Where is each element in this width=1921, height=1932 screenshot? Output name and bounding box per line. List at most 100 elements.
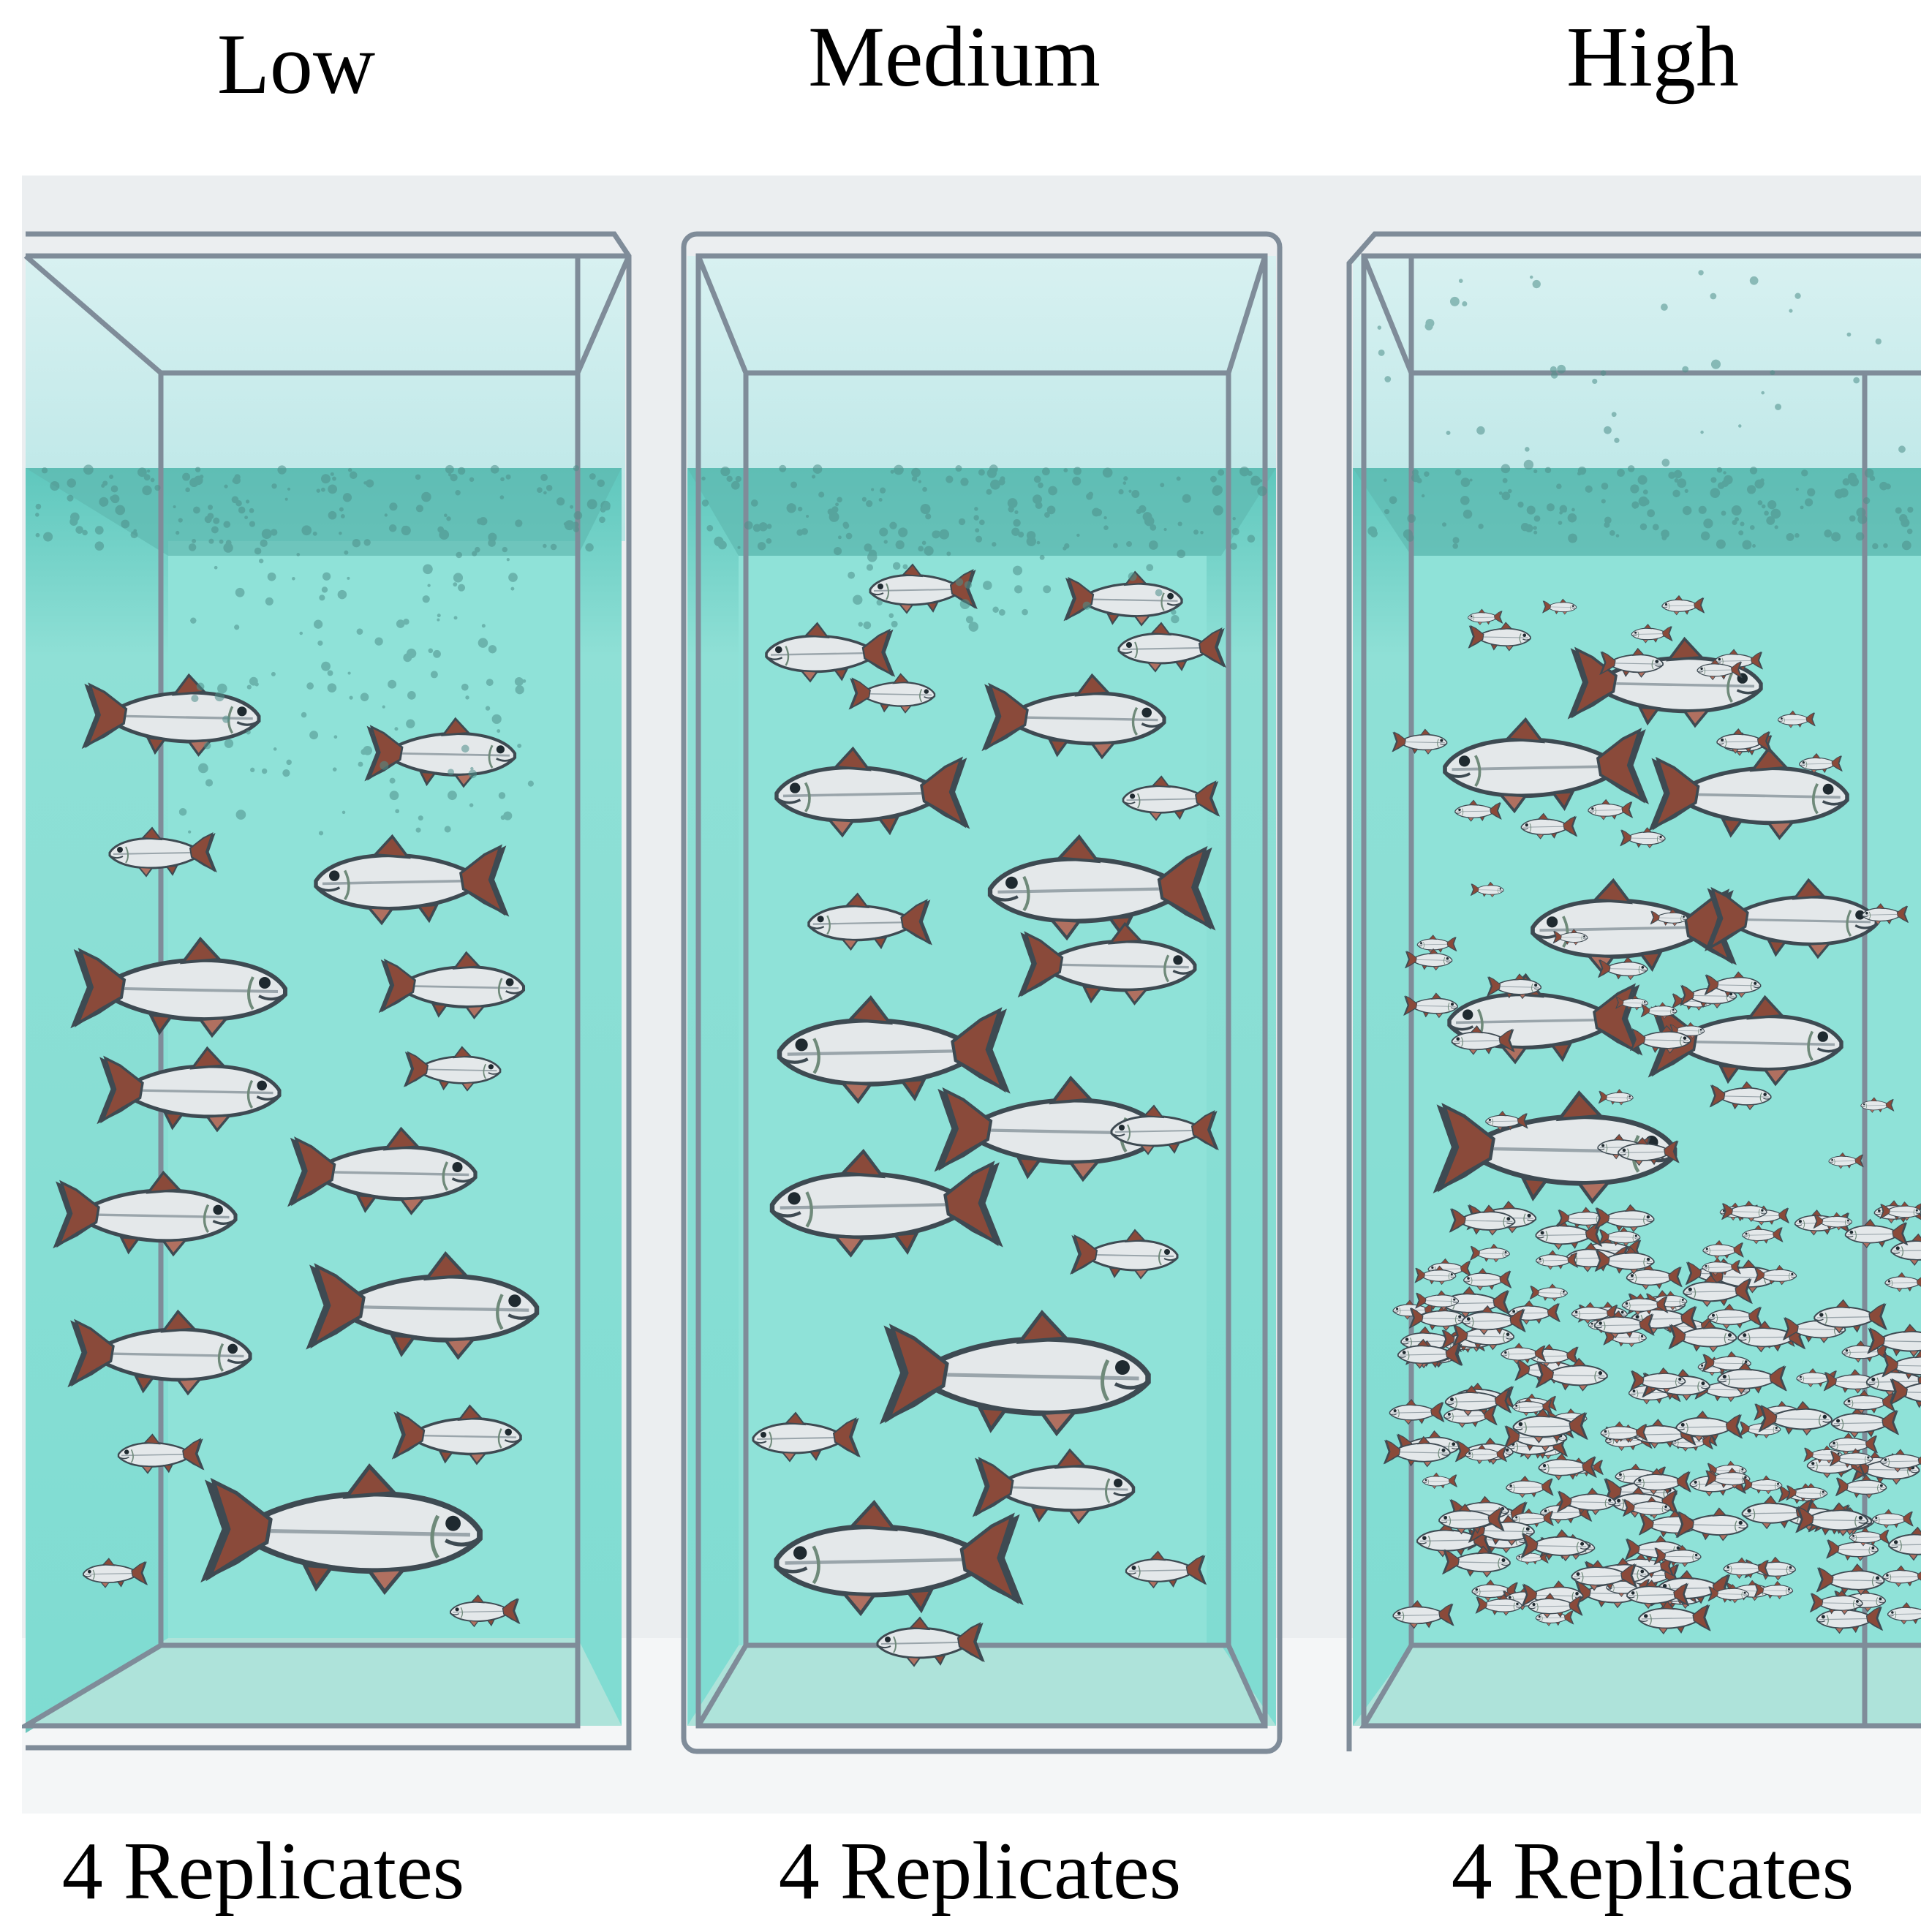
bubble xyxy=(1762,505,1766,509)
bubble xyxy=(877,600,883,605)
bubble xyxy=(1732,505,1742,516)
bubble xyxy=(1470,478,1473,481)
bubble xyxy=(497,729,500,733)
bubble xyxy=(975,528,979,532)
bubble xyxy=(1230,543,1237,550)
bubble xyxy=(273,747,277,751)
bubble xyxy=(1476,426,1484,434)
bubble xyxy=(891,621,898,627)
bubble xyxy=(1824,529,1832,537)
bubble xyxy=(357,628,363,635)
bubble xyxy=(1037,541,1041,545)
bubble xyxy=(1501,491,1510,500)
bubble xyxy=(1250,479,1257,486)
bubble xyxy=(960,478,968,486)
bubble xyxy=(282,769,290,777)
bubble xyxy=(429,648,434,653)
bubble xyxy=(1501,464,1511,474)
bubble xyxy=(1384,376,1391,382)
bubble xyxy=(348,671,351,674)
bubble xyxy=(423,595,430,603)
bubble xyxy=(394,727,398,731)
bubble xyxy=(1865,469,1874,478)
bubble xyxy=(1193,529,1199,535)
bubble xyxy=(1014,585,1022,593)
bubble xyxy=(818,491,824,497)
bubble xyxy=(444,513,448,517)
bubble xyxy=(506,475,511,480)
bubble xyxy=(407,691,416,700)
bubble xyxy=(1661,459,1669,467)
bubble xyxy=(1083,602,1091,610)
bubble xyxy=(421,492,431,502)
bubble xyxy=(43,532,53,542)
bubble xyxy=(195,467,200,472)
bubble xyxy=(1013,566,1022,576)
bubble xyxy=(179,808,187,816)
bubble xyxy=(491,465,499,474)
bubble xyxy=(1533,531,1537,535)
bubble xyxy=(911,468,921,478)
bubble xyxy=(1525,524,1533,532)
bubble xyxy=(1460,496,1470,505)
bubble xyxy=(1478,524,1483,529)
bubble xyxy=(835,502,839,506)
bubble xyxy=(1013,519,1020,527)
bubble xyxy=(458,467,465,475)
bubble xyxy=(1647,509,1655,517)
bubble xyxy=(204,742,211,750)
bubble xyxy=(891,470,894,474)
bubble xyxy=(966,616,973,623)
bubble xyxy=(339,532,342,535)
bubble xyxy=(858,622,863,626)
bubble xyxy=(217,684,227,694)
bubble xyxy=(1847,333,1852,337)
bubble xyxy=(1259,479,1262,482)
bubble xyxy=(500,478,505,482)
bubble xyxy=(458,584,465,592)
bubble xyxy=(450,474,457,481)
bubble xyxy=(1035,502,1043,509)
bubble xyxy=(1661,529,1669,538)
bubble xyxy=(1455,469,1462,476)
bubble xyxy=(983,581,992,590)
bubble xyxy=(1805,498,1813,506)
bubble xyxy=(902,564,907,569)
bubble xyxy=(234,624,239,630)
bubble xyxy=(219,540,224,544)
bubble xyxy=(1144,516,1155,527)
bubble xyxy=(223,543,233,552)
bubble xyxy=(1742,540,1751,550)
bubble xyxy=(831,506,838,513)
bubble xyxy=(328,511,337,520)
bubble xyxy=(1232,528,1239,535)
bubble xyxy=(837,497,842,502)
bubble xyxy=(515,677,524,686)
bubble xyxy=(1422,494,1424,497)
bubble xyxy=(488,533,497,542)
bubble xyxy=(492,714,502,724)
bubble xyxy=(992,542,996,546)
bubble xyxy=(1750,467,1757,474)
bubble xyxy=(1530,276,1533,279)
bubble xyxy=(477,518,483,524)
bubble xyxy=(528,781,534,787)
bubble xyxy=(921,504,931,514)
bubble xyxy=(385,513,388,516)
bubble xyxy=(1103,525,1109,530)
bubble xyxy=(1557,365,1566,374)
bubble xyxy=(959,518,965,525)
bubble xyxy=(1171,609,1176,614)
bubble xyxy=(1545,467,1552,474)
bubble xyxy=(787,503,796,513)
bubble xyxy=(347,577,350,580)
bubble xyxy=(706,525,713,532)
bubble xyxy=(1072,477,1081,486)
bubble xyxy=(884,540,888,543)
bubble xyxy=(363,539,370,546)
bubble xyxy=(246,730,250,734)
bubble xyxy=(589,473,596,480)
bubble xyxy=(714,537,723,546)
bubble xyxy=(1794,293,1800,299)
bubble xyxy=(975,536,982,543)
